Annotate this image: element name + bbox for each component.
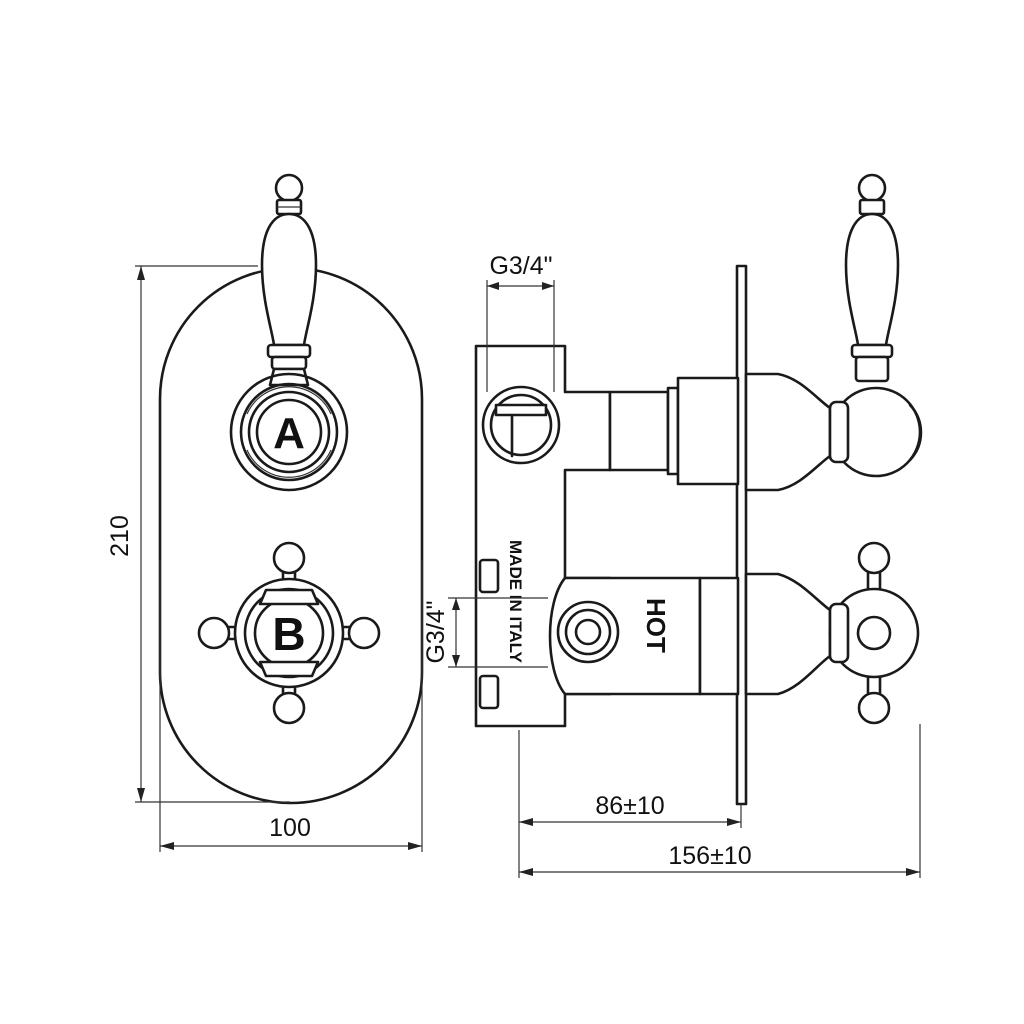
top-connection-dimension bbox=[486, 280, 555, 392]
side-view: MADE IN ITALY HOT G3/4" G3/4" 8 bbox=[422, 173, 923, 878]
side-fitting-upper bbox=[478, 558, 500, 594]
height-dimension-label: 210 bbox=[106, 515, 134, 557]
height-dimension bbox=[135, 265, 290, 803]
top-port bbox=[481, 385, 561, 465]
upper-spindle bbox=[608, 173, 923, 492]
depth-dimension-2-label: 156±10 bbox=[668, 842, 751, 870]
depth-dimension-1-label: 86±10 bbox=[595, 792, 664, 820]
side-fitting-lower bbox=[478, 674, 500, 710]
knob-b-label: B bbox=[272, 608, 305, 660]
knob-a bbox=[229, 372, 349, 492]
width-dimension-label: 100 bbox=[269, 814, 311, 842]
knob-b-cross-handle bbox=[197, 541, 381, 725]
width-dimension bbox=[159, 560, 423, 852]
side-connection-label: G3/4" bbox=[422, 600, 450, 663]
lower-spindle bbox=[548, 541, 920, 725]
front-view: A B 210 bbox=[106, 173, 424, 852]
depth-dimension-2 bbox=[519, 724, 921, 878]
knob-a-label: A bbox=[273, 409, 305, 458]
side-connection-dimension bbox=[448, 597, 548, 668]
top-connection-label: G3/4" bbox=[489, 252, 552, 280]
front-lever-handle bbox=[260, 173, 318, 387]
side-wall-plate bbox=[735, 264, 748, 806]
made-in-italy-stamp: MADE IN ITALY bbox=[506, 540, 525, 663]
depth-dimension-1 bbox=[518, 730, 742, 878]
hot-label: HOT bbox=[641, 598, 671, 653]
